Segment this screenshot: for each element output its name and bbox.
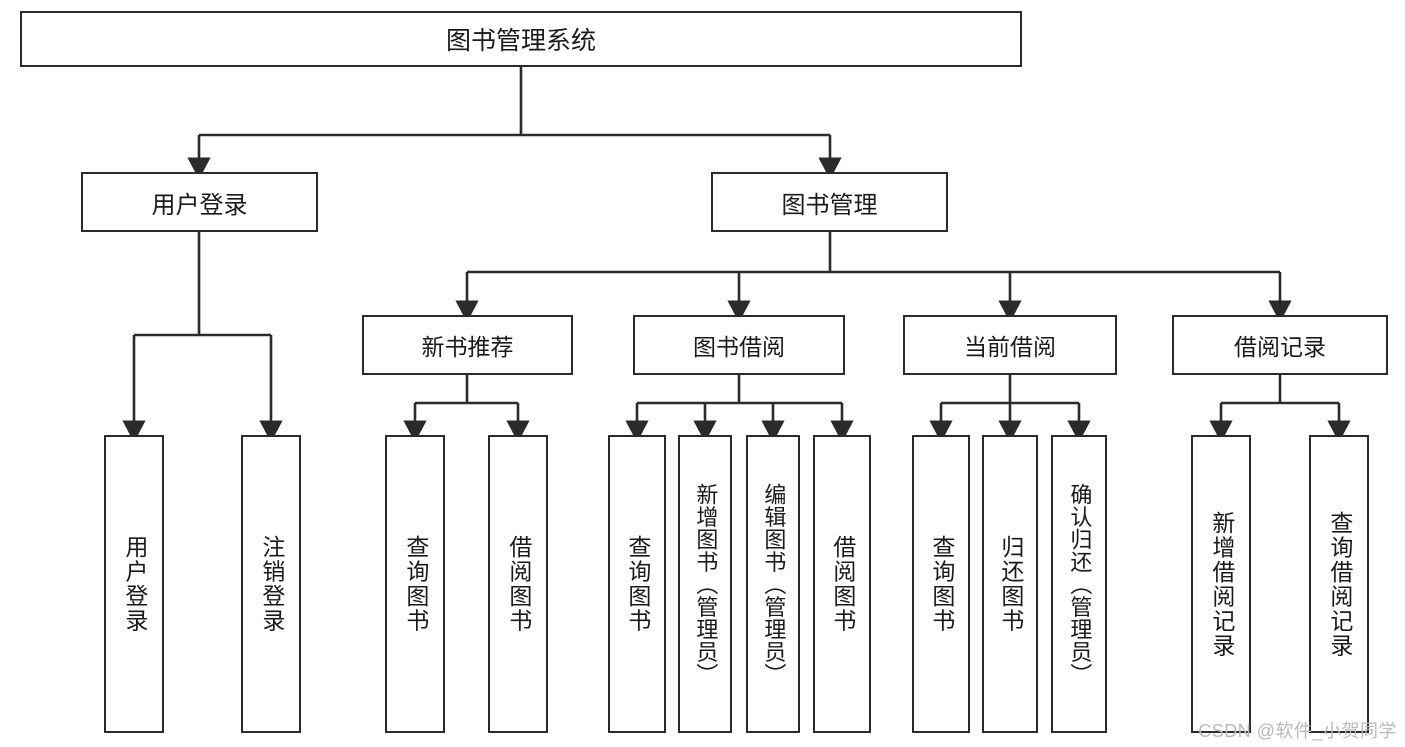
leaf-user-login[interactable]: 用户登录	[104, 435, 164, 733]
node-label: 用户登录	[151, 191, 248, 219]
leaf-query-book-new[interactable]: 查询图书	[385, 435, 445, 733]
leaf-label: 查询图书	[928, 535, 955, 633]
leaf-label: 注销登录	[258, 535, 285, 633]
node-label: 图书管理系统	[445, 27, 596, 55]
node-label: 图书借阅	[693, 334, 785, 360]
leaf-edit-book-admin[interactable]: 编辑图书（管理员）	[746, 435, 800, 733]
node-book-borrow[interactable]: 图书借阅	[633, 315, 845, 375]
node-current-borrow[interactable]: 当前借阅	[903, 315, 1117, 375]
node-borrow-record[interactable]: 借阅记录	[1172, 315, 1388, 375]
leaf-return-book[interactable]: 归还图书	[982, 435, 1038, 733]
leaf-query-borrow-record[interactable]: 查询借阅记录	[1309, 435, 1369, 733]
leaf-label: 归还图书	[997, 535, 1024, 633]
node-label: 新书推荐	[421, 334, 514, 360]
leaf-borrow-book-new[interactable]: 借阅图书	[488, 435, 548, 733]
leaf-label: 借阅图书	[505, 535, 532, 633]
leaf-label: 用户登录	[121, 535, 148, 633]
leaf-user-logout[interactable]: 注销登录	[241, 435, 301, 733]
leaf-add-book-admin[interactable]: 新增图书（管理员）	[678, 435, 732, 733]
leaf-confirm-return-admin[interactable]: 确认归还（管理员）	[1051, 435, 1107, 733]
leaf-query-book-borrow[interactable]: 查询图书	[608, 435, 666, 733]
node-root-system[interactable]: 图书管理系统	[20, 11, 1022, 67]
leaf-label: 查询图书	[624, 535, 651, 633]
leaf-add-borrow-record[interactable]: 新增借阅记录	[1191, 435, 1251, 733]
node-new-book-recommend[interactable]: 新书推荐	[362, 315, 573, 375]
leaf-label: 新增图书（管理员）	[693, 482, 719, 686]
leaf-label: 确认归还（管理员）	[1067, 482, 1093, 686]
leaf-label: 编辑图书（管理员）	[761, 482, 787, 686]
node-label: 图书管理	[781, 191, 878, 219]
leaf-label: 新增借阅记录	[1208, 510, 1235, 658]
leaf-label: 借阅图书	[829, 535, 856, 633]
node-user-login[interactable]: 用户登录	[81, 172, 318, 232]
node-label: 当前借阅	[964, 334, 1056, 360]
node-label: 借阅记录	[1234, 334, 1326, 360]
leaf-query-book-current[interactable]: 查询图书	[912, 435, 970, 733]
leaf-label: 查询借阅记录	[1326, 510, 1353, 658]
leaf-borrow-book[interactable]: 借阅图书	[813, 435, 871, 733]
leaf-label: 查询图书	[402, 535, 429, 633]
csdn-watermark: CSDN @软件_小贺同学	[1198, 721, 1397, 741]
node-book-management[interactable]: 图书管理	[711, 172, 948, 232]
